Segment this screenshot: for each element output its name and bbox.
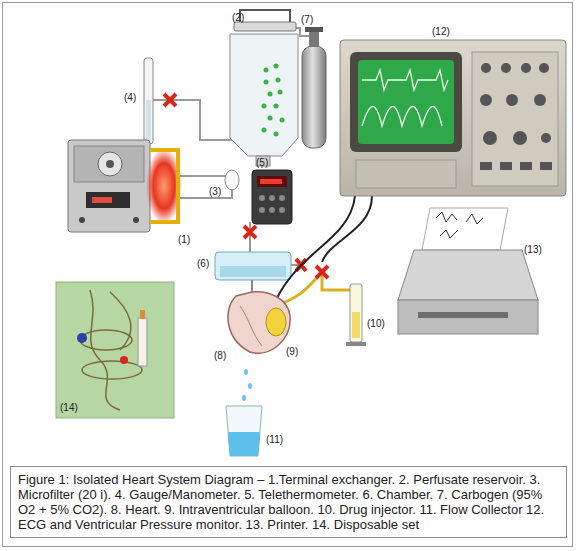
callout-number: (4) [124, 92, 136, 104]
tube [249, 222, 251, 252]
cannula [251, 280, 253, 292]
screen-bezel [350, 52, 462, 152]
figure-caption: Figure 1: Isolated Heart System Diagram … [18, 472, 559, 532]
photo-connector [120, 356, 128, 364]
heat-glow [146, 148, 182, 224]
gas-cylinder [302, 46, 326, 148]
microfilter [225, 170, 239, 190]
printer-body [398, 300, 538, 334]
photo-syringe-cap [140, 310, 145, 319]
ecg-trace [362, 70, 448, 90]
heater-panel [74, 146, 144, 182]
reservoir-cap [234, 22, 296, 31]
callout-number: (1) [178, 234, 190, 246]
printout [422, 208, 508, 250]
callout-number: (8) [214, 350, 226, 362]
reservoir-bottle [230, 34, 298, 156]
callout-number: (11) [266, 434, 283, 446]
printer-top [398, 250, 538, 300]
thermo-digits [260, 179, 282, 184]
printout-trace [436, 212, 483, 238]
balloon-line [272, 272, 352, 306]
paper-slot [418, 312, 508, 318]
syringe-fluid [352, 312, 360, 338]
balloon [266, 308, 286, 336]
stopcock [244, 226, 256, 238]
beaker [226, 406, 262, 456]
chamber [215, 252, 291, 280]
disposable-tubing [80, 290, 142, 410]
photo-syringe [138, 318, 147, 366]
callout-number: (13) [524, 244, 542, 256]
cylinder-valve [309, 30, 319, 47]
heater-dial [98, 152, 122, 176]
callout-number: (2) [232, 12, 244, 24]
hanger [240, 10, 290, 22]
screen [358, 60, 454, 144]
tube [178, 190, 232, 198]
callout-number: (6) [197, 258, 209, 270]
caption-box: Figure 1: Isolated Heart System Diagram … [10, 466, 567, 538]
telethermometer [252, 170, 292, 224]
knob [79, 217, 85, 223]
stopcock [164, 94, 176, 106]
display-digits [92, 197, 112, 203]
drops [242, 369, 252, 401]
plunger [346, 342, 366, 346]
collected-fluid [228, 432, 260, 456]
callout-number: (10) [367, 318, 385, 330]
lower-panel [356, 160, 456, 188]
bubbles [262, 64, 285, 137]
tubing [153, 22, 311, 265]
controls [480, 63, 552, 170]
ecg-cable [276, 196, 355, 300]
callout-number: (5) [256, 157, 268, 169]
heater-unit [68, 140, 150, 232]
callout-number: (12) [432, 26, 450, 38]
thermo-buttons [259, 195, 285, 213]
callout-number: (3) [209, 186, 221, 198]
manometer-tube [144, 58, 153, 144]
heater-display [86, 192, 130, 208]
callout-number: (14) [60, 402, 78, 414]
heart-vessel [240, 306, 262, 346]
photo-connector [77, 333, 87, 343]
valve-handle [305, 27, 323, 32]
manometer-fluid [146, 100, 151, 142]
heart [228, 292, 290, 353]
control-panel [472, 52, 558, 186]
stopcock [316, 266, 328, 278]
pressure-cable [322, 196, 372, 262]
callout-number: (9) [286, 346, 298, 358]
dial-center [106, 160, 114, 168]
chamber-fluid [220, 266, 286, 277]
knob [133, 217, 139, 223]
thermo-display [257, 176, 287, 187]
heat-coil [150, 150, 178, 222]
disposable-set-photo [56, 282, 174, 418]
tube [178, 175, 226, 177]
syringe [350, 284, 362, 342]
callout-number: (7) [301, 14, 313, 26]
monitor [340, 40, 566, 196]
pressure-trace [362, 107, 442, 127]
